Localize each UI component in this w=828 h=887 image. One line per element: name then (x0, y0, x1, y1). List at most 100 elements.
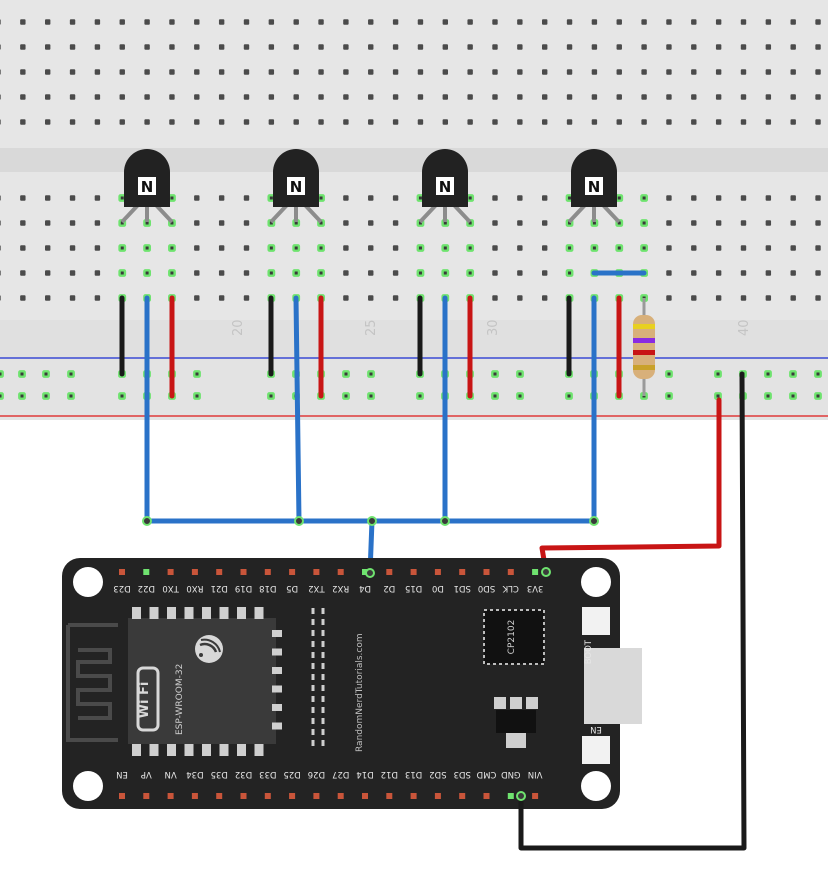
breadboard-hole (392, 195, 399, 201)
breadboard-hole (790, 119, 796, 125)
breadboard-hole (45, 195, 51, 201)
breadboard-hole (790, 44, 796, 50)
breadboard-hole (517, 69, 523, 75)
breadboard-hole (565, 269, 574, 277)
transistor-4: N (567, 149, 621, 224)
breadboard-hole (666, 44, 672, 50)
breadboard-hole (343, 19, 349, 25)
breadboard-hole (194, 94, 200, 100)
rail-hole (193, 392, 201, 400)
breadboard-hole (144, 119, 150, 125)
breadboard-hole (467, 119, 473, 125)
bottom-pin-label: SD2 (429, 769, 446, 779)
breadboard-hole (267, 269, 276, 277)
breadboard-hole (765, 220, 772, 226)
breadboard-hole (591, 119, 598, 125)
breadboard-hole (565, 244, 574, 252)
header-pin (459, 569, 466, 575)
transistor-1: N (120, 149, 174, 224)
breadboard-hole (94, 44, 101, 50)
breadboard-hole (243, 94, 250, 100)
breadboard-hole (268, 44, 275, 50)
breadboard-hole (20, 44, 26, 50)
module-pads (132, 607, 282, 756)
breadboard-hole (368, 119, 374, 125)
breadboard-hole (442, 19, 448, 25)
breadboard-hole (542, 44, 548, 50)
breadboard-hole (94, 19, 101, 25)
breadboard-hole (640, 244, 649, 252)
breadboard-hole (616, 119, 622, 125)
bottom-pin-label: GND (501, 769, 521, 779)
espressif-logo-icon (195, 635, 223, 663)
breadboard-hole (790, 295, 796, 301)
rail-hole (665, 392, 673, 400)
breadboard-hole (144, 44, 150, 50)
breadboard-hole (815, 44, 821, 50)
breadboard-hole (815, 270, 821, 276)
breadboard-hole (143, 244, 151, 252)
breadboard-hole (467, 44, 473, 50)
top-header-pins (119, 569, 539, 575)
breadboard-hole (343, 69, 349, 75)
breadboard-hole (691, 245, 697, 251)
breadboard-hole (815, 19, 821, 25)
breadboard-hole (0, 195, 1, 201)
rail-hole (516, 370, 524, 378)
breadboard-hole (94, 245, 101, 251)
breadboard-hole (119, 69, 125, 75)
breadboard-hole (417, 94, 424, 100)
breadboard-hole (169, 69, 175, 75)
breadboard-hole (517, 220, 523, 226)
breadboard-hole (243, 19, 250, 25)
header-pin (483, 569, 490, 575)
breadboard-hole (467, 69, 473, 75)
breadboard-hole (94, 270, 101, 276)
transistor-label: N (290, 178, 303, 196)
breadboard-hole (69, 44, 76, 50)
breadboard-hole (20, 119, 26, 125)
breadboard-hole (292, 269, 301, 277)
breadboard-hole (790, 94, 796, 100)
breadboard-hole (790, 195, 796, 201)
breadboard-hole (343, 44, 349, 50)
usb-connector (584, 648, 642, 724)
rail-hole (342, 392, 350, 400)
rail-hole (367, 392, 375, 400)
header-pin (410, 793, 417, 799)
en-button[interactable] (582, 736, 610, 764)
header-pin (264, 569, 271, 575)
breadboard-hole (218, 270, 225, 276)
breadboard-hole (392, 295, 399, 301)
breadboard-hole (492, 220, 498, 226)
header-pin (459, 793, 466, 799)
breadboard-hole (368, 220, 374, 226)
boot-button[interactable] (582, 607, 610, 635)
breadboard-hole (765, 94, 772, 100)
breadboard-hole (0, 245, 1, 251)
breadboard-hole (343, 295, 349, 301)
bottom-pin-label: D12 (381, 769, 398, 779)
transistor-label: N (588, 178, 601, 196)
breadboard-hole (194, 220, 200, 226)
breadboard-hole (20, 69, 26, 75)
header-pin (362, 793, 368, 799)
breadboard-hole (45, 119, 51, 125)
breadboard-hole (616, 94, 622, 100)
breadboard-hole (640, 219, 649, 227)
breadboard-hole (790, 270, 796, 276)
breadboard-hole (194, 195, 200, 201)
breadboard-hole (542, 195, 548, 201)
breadboard-hole (392, 220, 399, 226)
transistor-2: N (269, 149, 323, 224)
breadboard-hole (368, 69, 374, 75)
breadboard-hole (740, 245, 747, 251)
breadboard-hole (441, 244, 450, 252)
breadboard-hole (492, 94, 498, 100)
rail-hole (67, 392, 75, 400)
breadboard-hole (566, 119, 573, 125)
breadboard-hole (691, 69, 697, 75)
breadboard-hole (740, 220, 747, 226)
rail-hole (193, 370, 201, 378)
